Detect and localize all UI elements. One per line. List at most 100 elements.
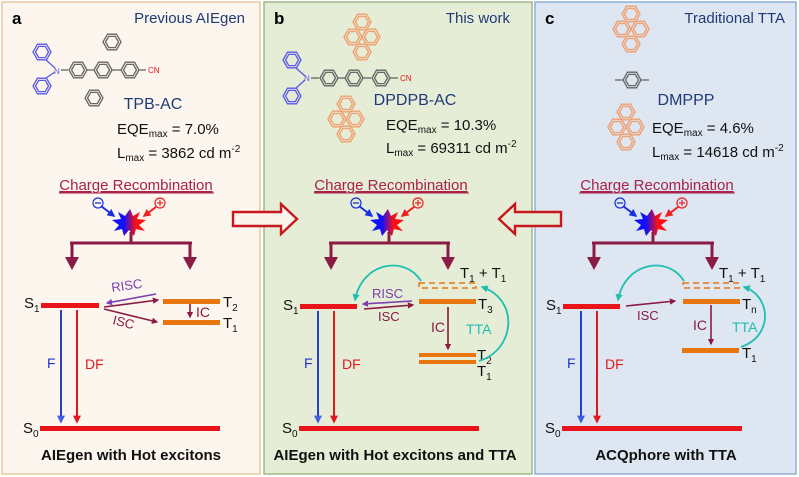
- charge-burst: [614, 197, 688, 236]
- s0-level: [562, 426, 742, 431]
- delayed-fluorescence-label: DF: [85, 356, 104, 372]
- fluorescence-label: F: [304, 355, 313, 371]
- electron-icon: [92, 197, 104, 209]
- t1-label: T1: [742, 345, 757, 365]
- t1-plus-t1-label: T1 + T1: [719, 265, 766, 285]
- panel-b-tag: This work: [446, 10, 511, 27]
- eqe-max: EQEmax = 10.3%: [386, 117, 496, 136]
- t3-label: T3: [478, 296, 493, 316]
- isc-label: ISC: [111, 312, 136, 332]
- charge-burst: [350, 197, 424, 236]
- s0-label: S0: [23, 420, 39, 440]
- t3-level: [419, 299, 476, 304]
- cyano-group: CN: [400, 74, 412, 83]
- tta-arrow: [478, 285, 510, 362]
- charge-recombination-label: Charge Recombination: [59, 177, 212, 194]
- panel-c-tag: Traditional TTA: [684, 10, 785, 27]
- cyano-group: CN: [148, 66, 160, 75]
- panel-b-letter: b: [274, 9, 284, 28]
- fluorescence-label: F: [567, 355, 576, 371]
- t2-level: [163, 299, 220, 304]
- tta-label: TTA: [466, 321, 492, 337]
- charge-burst: [92, 197, 166, 236]
- isc-to-t1-arrow: [103, 308, 159, 324]
- s0-label: S0: [545, 420, 561, 440]
- t1-label: T1: [477, 363, 492, 383]
- panel-a: a Previous AIEgen N CN TPB-AC EQEmax = 7…: [1, 1, 261, 475]
- tta-arrow: [740, 285, 766, 348]
- luminance-max: Lmax = 14618 cd m-2: [652, 143, 784, 163]
- t1-level: [682, 348, 739, 353]
- isc-label: ISC: [637, 308, 659, 323]
- s1-level: [300, 304, 357, 309]
- hole-icon: [412, 197, 424, 209]
- charge-recombination-label: Charge Recombination: [580, 177, 733, 194]
- charge-recombination-label: Charge Recombination: [314, 177, 467, 194]
- recombination-burst-icon: [112, 209, 146, 236]
- recombination-burst-icon: [634, 209, 668, 236]
- exciton-branch-arrows: [324, 232, 455, 270]
- risc-label: RISC: [372, 286, 403, 301]
- isc-label: ISC: [378, 309, 400, 324]
- panel-c-background: [534, 1, 797, 475]
- exciton-branch-arrows: [587, 232, 719, 270]
- right-arrow-icon: [231, 201, 299, 237]
- tt-to-s1-arrow: [352, 264, 422, 302]
- panel-a-caption: AIEgen with Hot excitons: [41, 447, 221, 464]
- molecule-tpb-ac: N CN: [32, 33, 160, 107]
- t2-label: T2: [477, 347, 492, 367]
- tn-label: Tn: [742, 296, 757, 316]
- tn-level: [683, 299, 740, 304]
- isc-to-t2-arrow: [103, 297, 160, 308]
- s0-label: S0: [282, 420, 298, 440]
- delayed-fluorescence-label: DF: [605, 356, 624, 372]
- electron-icon: [614, 197, 626, 209]
- panel-a-letter: a: [12, 9, 22, 28]
- hole-icon: [676, 197, 688, 209]
- t1-label: T1: [223, 315, 238, 335]
- fluorescence-label: F: [47, 355, 56, 371]
- risc-label: RISC: [110, 276, 143, 295]
- molecule-dmppp: [607, 5, 650, 151]
- isc-arrow: [625, 298, 677, 307]
- tt-to-s1-arrow: [615, 264, 685, 302]
- isc-arrow: [363, 302, 415, 310]
- s1-label: S1: [546, 297, 562, 317]
- hole-icon: [154, 197, 166, 209]
- s0-level: [299, 426, 479, 431]
- ic-label: IC: [693, 317, 707, 333]
- s1-level: [563, 304, 620, 309]
- exciton-branch-arrows: [65, 232, 197, 270]
- risc-arrow: [361, 300, 413, 307]
- delayed-fluorescence-label: DF: [342, 356, 361, 372]
- t2-label: T2: [223, 294, 238, 314]
- panel-b-background: [263, 1, 533, 475]
- panel-b-caption: AIEgen with Hot excitons and TTA: [273, 447, 516, 464]
- recombination-burst-icon: [370, 209, 404, 236]
- t1-plus-t1-label: T1 + T1: [460, 265, 507, 285]
- molecule-name: DPDPB-AC: [374, 92, 457, 109]
- panel-b: b This work N CN DPDPB: [263, 1, 533, 475]
- nitrogen-atom: N: [304, 74, 310, 83]
- s1-label: S1: [24, 295, 40, 315]
- t2-level: [419, 353, 476, 357]
- luminance-max: Lmax = 69311 cd m-2: [386, 139, 517, 159]
- panel-c-letter: c: [545, 9, 554, 28]
- eqe-max: EQEmax = 7.0%: [117, 121, 219, 140]
- t1-level: [163, 320, 220, 325]
- panel-c: c Traditional TTA DMPPP EQEmax = 4.6% Lm…: [534, 1, 797, 475]
- t1-plus-t1-level: [418, 282, 477, 289]
- eqe-max: EQEmax = 4.6%: [652, 120, 754, 139]
- risc-arrow: [105, 293, 157, 306]
- ic-label: IC: [196, 304, 210, 320]
- nitrogen-atom: N: [54, 67, 60, 76]
- s0-level: [40, 426, 220, 431]
- panel-c-caption: ACQphore with TTA: [595, 447, 737, 464]
- s1-level: [41, 303, 99, 308]
- molecule-name: TPB-AC: [124, 96, 183, 113]
- molecule-dpdpb-ac: N CN: [282, 13, 412, 143]
- molecule-name: DMPPP: [658, 92, 715, 109]
- left-arrow-icon: [497, 201, 563, 237]
- panel-a-tag: Previous AIEgen: [134, 10, 245, 27]
